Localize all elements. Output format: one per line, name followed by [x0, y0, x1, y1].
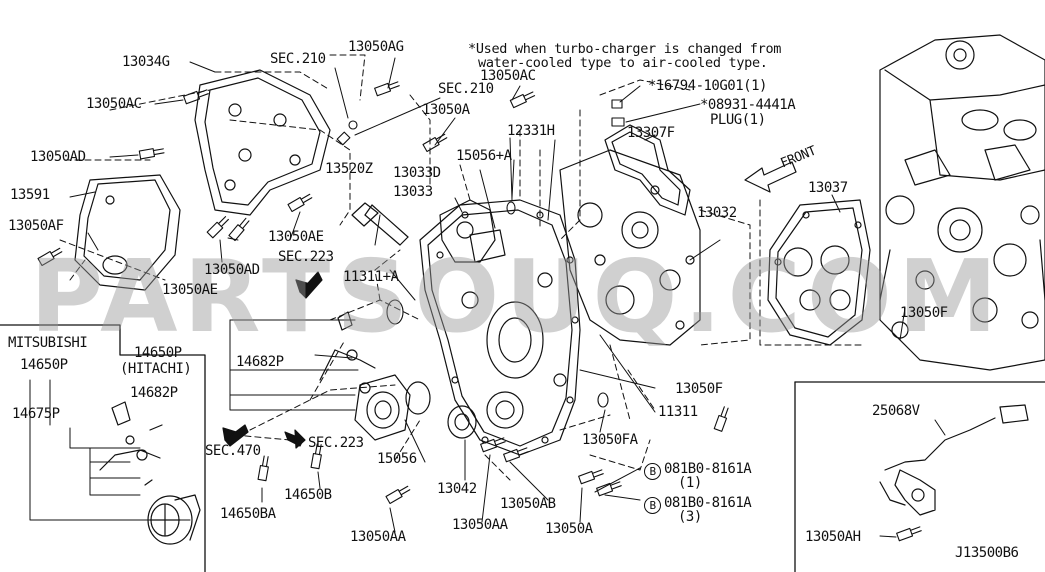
part-label-13032[interactable]: 13032 — [697, 205, 737, 221]
pipe-13520Z-illustration — [351, 202, 409, 246]
part-label-13033[interactable]: 13033 — [393, 184, 433, 200]
part-label-25068V[interactable]: 25068V — [872, 403, 920, 419]
part-label-13050AB[interactable]: 13050AB — [500, 496, 556, 512]
part-label-14675P[interactable]: 14675P — [12, 406, 60, 422]
part-label-13050A-bottom[interactable]: 13050A — [545, 521, 593, 537]
part-label-15056-A[interactable]: 15056+A — [456, 148, 512, 164]
bracket-lines — [29, 319, 359, 521]
part-label-11311[interactable]: 11311 — [658, 404, 698, 420]
part-label-14650B[interactable]: 14650B — [284, 487, 332, 503]
part-label-13520Z[interactable]: 13520Z — [325, 161, 373, 177]
part-label-14650BA[interactable]: 14650BA — [220, 506, 276, 522]
cover-13591-illustration — [74, 174, 181, 291]
part-label-13050AC-left[interactable]: 13050AC — [86, 96, 142, 112]
dashed-guide-lines — [59, 54, 866, 481]
part-label-13042[interactable]: 13042 — [437, 481, 477, 497]
part-label-11311-A[interactable]: 11311+A — [343, 269, 399, 285]
part-label-13050FA[interactable]: 13050FA — [582, 432, 638, 448]
upper-cover-13034G-illustration — [194, 69, 331, 216]
part-label-13050F-mid[interactable]: 13050F — [675, 381, 723, 397]
part-label-15056[interactable]: 15056 — [377, 451, 417, 467]
frame-boxes — [0, 324, 1045, 572]
hitachi-part-label[interactable]: 14650P — [134, 345, 182, 361]
gasket-13307F-illustration — [604, 124, 691, 216]
engine-block-illustration — [879, 34, 1045, 371]
part-label-13307F[interactable]: 13307F — [627, 125, 675, 141]
part-label-13050AC-mid[interactable]: 13050AC — [480, 68, 536, 84]
cover-13033-illustration — [439, 199, 496, 263]
part-label-13050AD-bottom[interactable]: 13050AD — [204, 262, 260, 278]
part-label-13050AG[interactable]: 13050AG — [348, 39, 404, 55]
section-label-223-upper[interactable]: SEC.223 — [278, 249, 334, 265]
hitachi-title: (HITACHI) — [120, 361, 192, 377]
section-arrows — [222, 271, 323, 449]
part-label-13050AA-a[interactable]: 13050AA — [452, 517, 508, 533]
part-label-13050AE-mid[interactable]: 13050AE — [268, 229, 324, 245]
front-timing-cover-illustration — [419, 199, 581, 456]
part-label-13050AA-b[interactable]: 13050AA — [350, 529, 406, 545]
bolt-icons — [37, 81, 922, 542]
part-label-13034G[interactable]: 13034G — [122, 54, 170, 70]
part-label-13050AH[interactable]: 13050AH — [805, 529, 861, 545]
bolt-spec-2-qty: (3) — [678, 509, 702, 525]
section-label-470[interactable]: SEC.470 — [205, 443, 261, 459]
front-arrow-icon — [744, 161, 797, 193]
part-label-08931-4441A[interactable]: *08931-4441A — [700, 97, 796, 113]
part-label-13050AE-bottom[interactable]: 13050AE — [162, 282, 218, 298]
part-label-14682P-hitachi[interactable]: 14682P — [236, 354, 284, 370]
section-label-223-lower[interactable]: SEC.223 — [308, 435, 364, 451]
part-label-13050A-top[interactable]: 13050A — [422, 102, 470, 118]
mitsubishi-hose-illustration — [99, 401, 163, 486]
note-line-1: *Used when turbo-charger is changed from — [468, 41, 782, 57]
part-label-12331H[interactable]: 12331H — [507, 123, 555, 139]
vacuum-pump-14650P-illustration — [354, 374, 431, 441]
part-label-13050F-right[interactable]: 13050F — [900, 305, 948, 321]
bolt-marker-icon: B — [644, 497, 661, 514]
mitsubishi-title: MITSUBISHI — [8, 335, 88, 351]
hose-14682P-illustration — [319, 311, 376, 394]
bolt-marker-icon: B — [644, 463, 661, 480]
oil-seal-13042-illustration — [447, 405, 477, 439]
bolt-spec-1-qty: (1) — [678, 475, 702, 491]
bolt-spec-1-number: 081B0-8161A — [664, 461, 752, 477]
gasket-13037-illustration — [767, 199, 871, 346]
diagram-code: J13500B6 — [955, 545, 1019, 561]
part-label-13033D[interactable]: 13033D — [393, 165, 441, 181]
part-label-13591[interactable]: 13591 — [10, 187, 50, 203]
bolt-spec-2-number: 081B0-8161A — [664, 495, 752, 511]
timing-plate-13032-illustration — [559, 149, 701, 346]
part-label-13050AD-left[interactable]: 13050AD — [30, 149, 86, 165]
section-label-210-b[interactable]: SEC.210 — [438, 81, 494, 97]
part-label-13050AF[interactable]: 13050AF — [8, 218, 64, 234]
part-label-13037[interactable]: 13037 — [808, 180, 848, 196]
plug-label: PLUG(1) — [710, 112, 766, 128]
leader-lines — [69, 57, 946, 538]
section-label-210-a[interactable]: SEC.210 — [270, 51, 326, 67]
part-label-14650P-mitsubishi[interactable]: 14650P — [20, 357, 68, 373]
crank-sensor-25068V-illustration — [879, 404, 1029, 516]
part-label-16794-10G01[interactable]: *16794-10G01(1) — [648, 78, 767, 94]
part-label-14682P-mitsubishi[interactable]: 14682P — [130, 385, 178, 401]
note-line-2: water-cooled type to air-cooled type. — [478, 55, 768, 71]
